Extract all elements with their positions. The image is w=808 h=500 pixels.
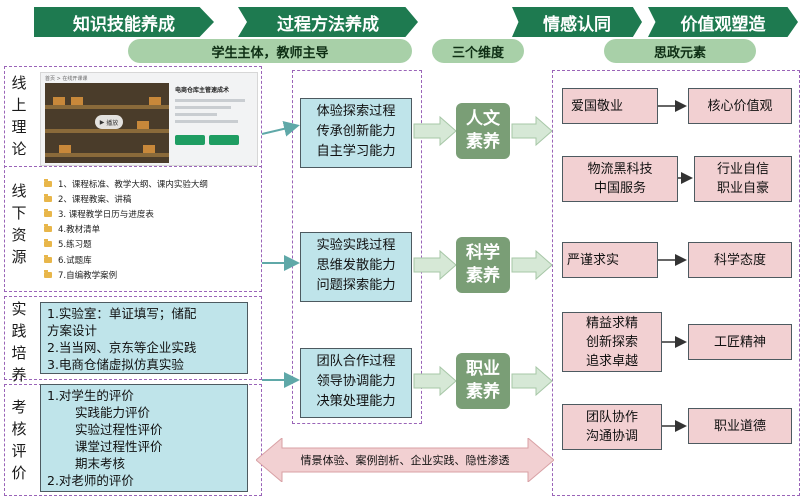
course-breadcrumb: 首页 > 在线开课课 — [45, 76, 88, 82]
arrow-dim3-to-values — [511, 365, 553, 397]
label-practice-training: 实践培养 — [11, 300, 27, 384]
frame-practice — [4, 296, 262, 380]
dimension-humanities: 人文素养 — [456, 103, 510, 159]
frame-values — [552, 70, 800, 496]
chevron-knowledge-skills: 知识技能养成 — [34, 7, 214, 37]
emotion-teamwork: 团队协作沟通协调 — [562, 404, 662, 450]
join-button[interactable] — [209, 135, 239, 145]
value-professional-ethics: 职业道德 — [688, 408, 792, 444]
folder-icon — [44, 239, 52, 248]
list-item[interactable]: 2、课程教案、讲稿 — [44, 191, 208, 206]
chevron-values-shaping: 价值观塑造 — [648, 7, 798, 37]
assessment-box: 1.对学生的评价 实践能力评价 实验过程性评价 课堂过程性评价 期末考核 2.对… — [40, 384, 248, 492]
course-meta — [175, 99, 245, 129]
emotion-rigor: 严谨求实 — [562, 242, 658, 278]
method-banner: 情景体验、案例剖析、企业实践、隐性渗透 — [256, 438, 554, 482]
frame-process — [292, 70, 422, 424]
enroll-button[interactable] — [175, 135, 205, 145]
play-icon: ▶ — [99, 118, 107, 126]
folder-icon — [44, 208, 52, 217]
value-core: 核心价值观 — [688, 88, 792, 124]
course-video[interactable]: ▶ 播放 — [45, 83, 169, 163]
dimension-science: 科学素养 — [456, 237, 510, 293]
method-banner-text: 情景体验、案例剖析、企业实践、隐性渗透 — [300, 454, 510, 467]
frame-online-offline — [4, 66, 262, 292]
course-screenshot: 首页 > 在线开课课 ▶ 播放 电商仓库主管速成术 — [40, 72, 258, 166]
emotion-excellence: 精益求精创新探索追求卓越 — [562, 312, 662, 372]
practice-box: 1.实验室：单证填写；储配 方案设计 2.当当网、京东等企业实践 3.电商仓储虚… — [40, 302, 248, 374]
list-item[interactable]: 6.试题库 — [44, 252, 208, 267]
list-item[interactable]: 1、课程标准、教学大纲、课内实验大纲 — [44, 176, 208, 191]
pill-ideological-elements: 思政元素 — [604, 39, 756, 63]
arrow-dim2-to-values — [511, 249, 553, 281]
chevron-process-methods: 过程方法养成 — [238, 7, 418, 37]
list-item[interactable]: 5.练习题 — [44, 237, 208, 252]
folder-icon — [44, 224, 52, 233]
folder-icon — [44, 254, 52, 263]
dimension-professional: 职业素养 — [456, 353, 510, 409]
value-industry-confidence: 行业自信职业自豪 — [694, 156, 792, 202]
value-scientific-attitude: 科学态度 — [688, 242, 792, 278]
label-assessment: 考核评价 — [11, 398, 27, 482]
process-box-teamwork: 团队合作过程领导协调能力决策处理能力 — [300, 348, 412, 418]
divider-online-offline — [4, 166, 262, 167]
arrow-dim1-to-values — [511, 115, 553, 147]
arrow-online-to-process — [261, 120, 300, 137]
value-craftsmanship: 工匠精神 — [688, 324, 792, 360]
emotion-logistics-tech: 物流黑科技中国服务 — [562, 156, 678, 202]
label-online-theory: 线上理论 — [11, 74, 27, 158]
folder-icon — [44, 269, 52, 278]
list-item[interactable]: 4.教材清单 — [44, 222, 208, 237]
pill-three-dimensions: 三个维度 — [432, 39, 524, 63]
folder-icon — [44, 178, 52, 187]
arrow-process3-to-dim — [413, 365, 457, 397]
process-box-practice: 实验实践过程思维发散能力问题探索能力 — [300, 232, 412, 302]
course-title: 电商仓库主管速成术 — [175, 87, 230, 94]
chevron-emotional-identity: 情感认同 — [512, 7, 642, 37]
arrow-process2-to-dim — [413, 249, 457, 281]
label-offline-resources: 线下资源 — [11, 182, 27, 266]
list-item[interactable]: 3. 课程教学日历与进度表 — [44, 206, 208, 221]
play-button[interactable]: ▶ 播放 — [95, 115, 123, 129]
process-box-experience: 体验探索过程传承创新能力自主学习能力 — [300, 98, 412, 168]
list-item[interactable]: 7.自编教学案例 — [44, 267, 208, 282]
pill-student-subject: 学生主体，教师主导 — [128, 39, 412, 63]
folder-icon — [44, 193, 52, 202]
arrow-process1-to-dim — [413, 115, 457, 147]
emotion-patriotism: 爱国敬业 — [562, 88, 658, 124]
resource-list: 1、课程标准、教学大纲、课内实验大纲 2、课程教案、讲稿 3. 课程教学日历与进… — [44, 176, 208, 282]
